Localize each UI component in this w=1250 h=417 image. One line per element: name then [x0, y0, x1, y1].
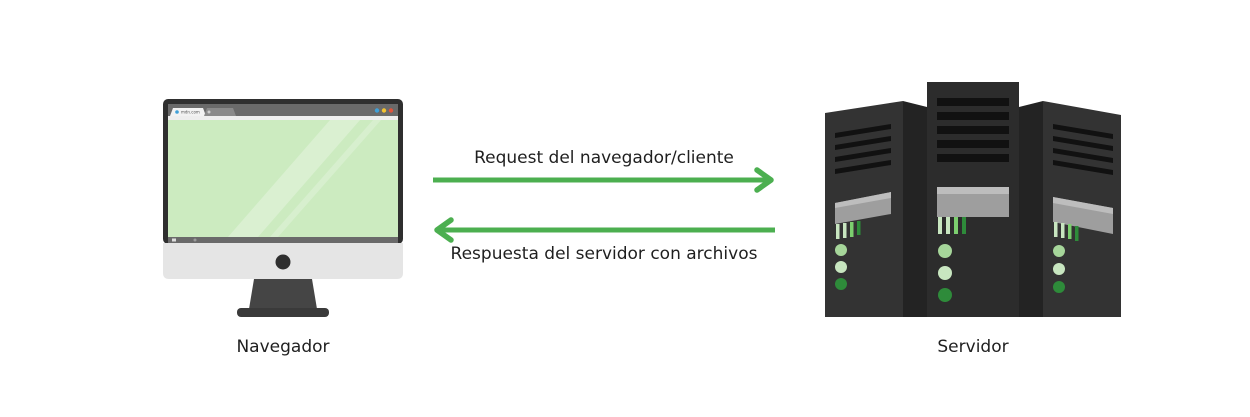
- browser-status-bar: [168, 237, 398, 243]
- server-right-drive-stripe: [1053, 197, 1113, 214]
- server-icon: [825, 82, 1121, 317]
- server-center-leds: [938, 217, 966, 234]
- server-left-status-light: [835, 278, 847, 290]
- server-left-leds: [836, 221, 861, 239]
- browser-tab: [170, 108, 206, 116]
- response-edge-label: Respuesta del servidor con archivos: [450, 244, 758, 264]
- tab-new-icon: [207, 110, 211, 114]
- window-dot-red: [388, 108, 394, 113]
- server-left-status-light: [835, 261, 847, 273]
- browser-address-bar: [168, 116, 398, 120]
- server-center-vents: [937, 98, 1009, 162]
- server-tower-left: [825, 101, 927, 317]
- server-right-vents: [1053, 124, 1113, 175]
- request-arrow-shaft: [433, 177, 767, 183]
- monitor-camera-dot: [275, 254, 291, 270]
- request-edge-label: Request del navegador/cliente: [474, 148, 734, 168]
- tab-favicon-icon: [175, 110, 179, 114]
- server-left-vents: [835, 124, 891, 174]
- server-center-status-light: [938, 244, 952, 258]
- response-arrowhead-icon: [434, 217, 454, 243]
- browser-node-label: Navegador: [236, 337, 330, 357]
- server-left-drive-stripe: [835, 192, 891, 208]
- server-left-side: [903, 101, 927, 317]
- server-center-status-light: [938, 266, 952, 280]
- server-left-status-light: [835, 244, 847, 256]
- server-right-status-light: [1053, 245, 1065, 257]
- browser-window: mdn.com: [168, 104, 398, 243]
- response-arrow: [434, 217, 775, 243]
- server-center-status-light: [938, 288, 952, 302]
- server-center-drive-stripe: [937, 187, 1009, 194]
- window-dot-yellow: [381, 108, 387, 113]
- server-right-status-light: [1053, 281, 1065, 293]
- server-right-side: [1019, 101, 1043, 317]
- monitor-stand: [249, 279, 317, 309]
- request-arrowhead-icon: [754, 167, 774, 193]
- server-tower-right: [1019, 101, 1121, 317]
- screen-reflection: [228, 120, 360, 237]
- request-arrow: [433, 167, 774, 193]
- response-arrow-shaft: [441, 227, 775, 233]
- monitor-stand-base: [237, 308, 329, 317]
- browser-tab-inactive: [204, 108, 236, 116]
- status-home-icon: [172, 238, 176, 242]
- monitor-icon: mdn.com: [163, 99, 403, 317]
- server-tower-center: [927, 82, 1019, 317]
- browser-viewport: [168, 120, 398, 237]
- server-right-status-light: [1053, 263, 1065, 275]
- screen-reflection-thin: [270, 120, 381, 237]
- window-dot-blue: [374, 108, 380, 113]
- server-node-label: Servidor: [937, 337, 1009, 357]
- tab-title: mdn.com: [181, 110, 200, 115]
- server-right-leds: [1054, 222, 1079, 241]
- status-dot-icon: [193, 238, 197, 242]
